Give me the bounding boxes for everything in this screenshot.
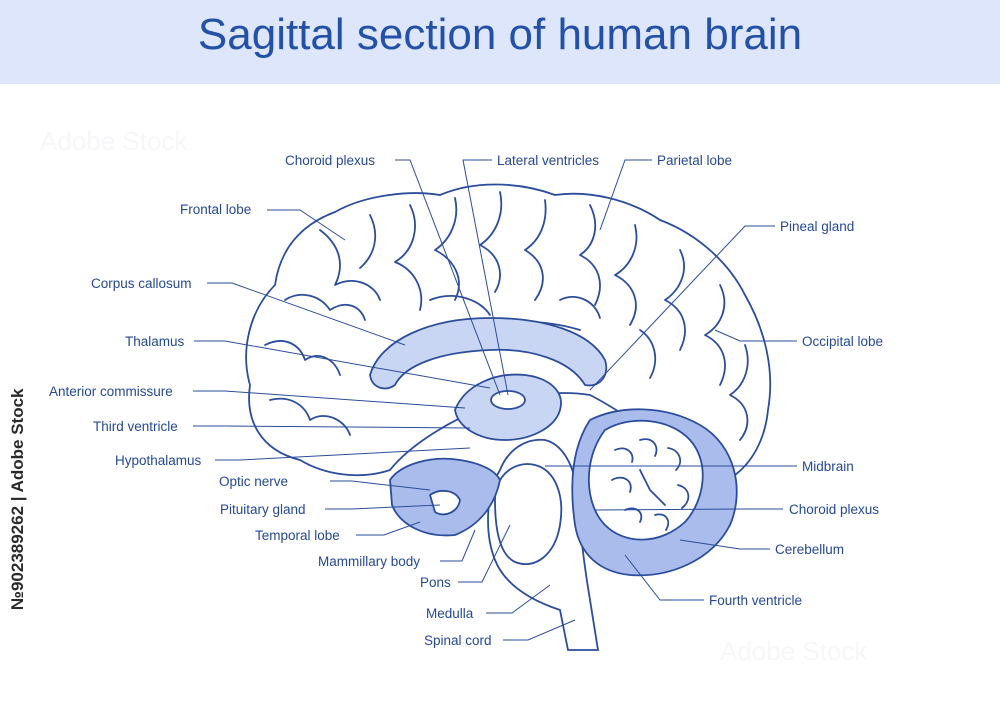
label-thalamus: Thalamus <box>125 334 185 349</box>
corpus-callosum-shape <box>369 317 608 390</box>
label-anterior-commissure: Anterior commissure <box>49 384 173 399</box>
label-choroid-plexus-bottom: Choroid plexus <box>789 502 879 517</box>
watermark-text: Adobe Stock <box>40 126 188 156</box>
label-frontal-lobe: Frontal lobe <box>180 202 251 217</box>
label-lateral-ventricles: Lateral ventricles <box>497 153 599 168</box>
label-hypothalamus: Hypothalamus <box>115 453 202 468</box>
title-banner <box>0 0 1000 84</box>
label-fourth-ventricle: Fourth ventricle <box>709 593 802 608</box>
label-corpus-callosum: Corpus callosum <box>91 276 192 291</box>
label-pituitary-gland: Pituitary gland <box>220 502 306 517</box>
pons-shape <box>494 463 563 565</box>
label-midbrain: Midbrain <box>802 459 854 474</box>
cerebellum-folia <box>611 438 690 531</box>
pituitary-shape <box>428 489 461 516</box>
watermark-text: Adobe Stock <box>720 636 868 666</box>
label-third-ventricle: Third ventricle <box>93 419 178 434</box>
leader-lines <box>193 159 797 641</box>
label-choroid-plexus-top: Choroid plexus <box>285 153 375 168</box>
label-mammillary-body: Mammillary body <box>318 554 420 569</box>
label-medulla: Medulla <box>426 606 474 621</box>
label-occipital-lobe: Occipital lobe <box>802 334 883 349</box>
label-spinal-cord: Spinal cord <box>424 633 492 648</box>
label-pons: Pons <box>420 575 451 590</box>
label-optic-nerve: Optic nerve <box>219 474 288 489</box>
label-parietal-lobe: Parietal lobe <box>657 153 732 168</box>
label-temporal-lobe: Temporal lobe <box>255 528 340 543</box>
thalamus-ellipse <box>490 390 526 410</box>
watermark-layer: Adobe Stock Adobe Stock <box>40 126 868 666</box>
page-title: Sagittal section of human brain <box>197 10 803 59</box>
label-pineal-gland: Pineal gland <box>780 219 854 234</box>
labels: Choroid plexus Lateral ventricles Pariet… <box>49 153 883 648</box>
label-cerebellum: Cerebellum <box>775 542 844 557</box>
